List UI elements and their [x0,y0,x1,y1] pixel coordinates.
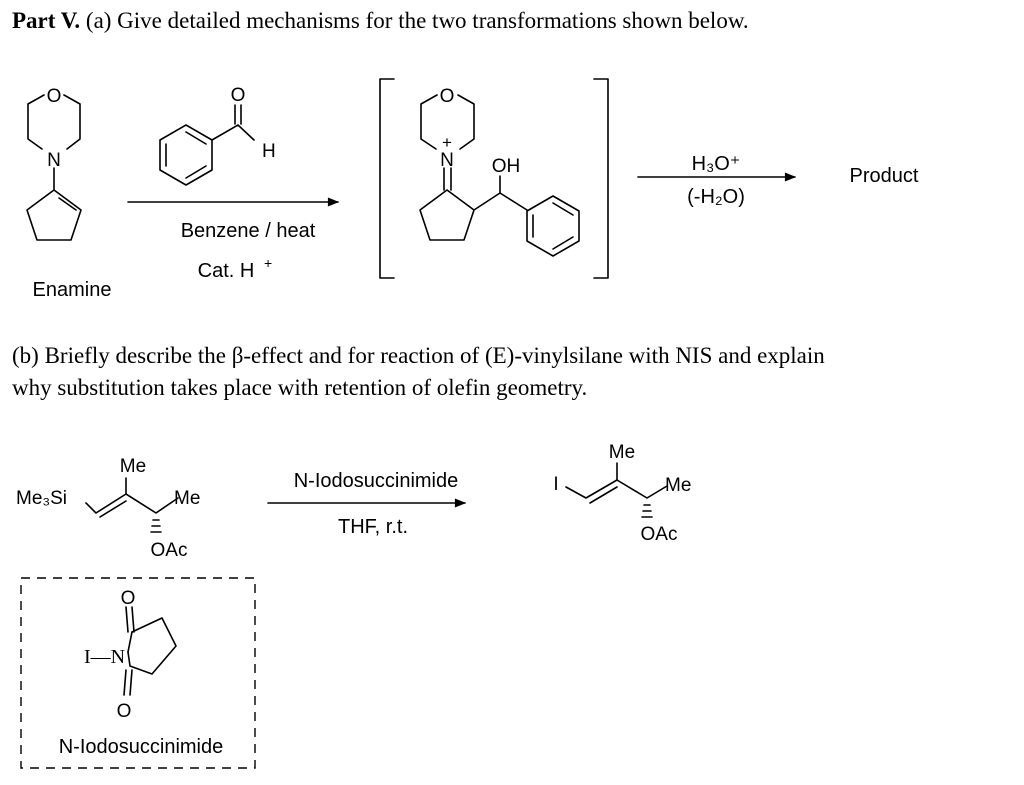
conditions-cat-h-charge: + [264,255,272,271]
nis-reagent: N-Iodosuccinimide [294,470,459,492]
conditions-cat-h: Cat. H [198,260,255,282]
product-label: Product [850,165,919,187]
iminium-charge: + [442,133,452,152]
aldehyde-oxygen: O [231,85,246,106]
hydrolysis-reagent: H₃O⁺ [692,153,741,175]
vinylsilane-methyl-right: Me [174,488,200,509]
part-b-question: (b) Briefly describe the β-effect and fo… [12,340,1012,404]
nis-oxygen-top: O [121,588,136,609]
reaction-arrow-2: H₃O⁺ (-H₂O) [637,153,797,208]
thf-conditions: THF, r.t. [338,516,408,538]
enamine-oxygen: O [47,86,62,107]
nis-iodine-nitrogen: I—N [84,646,125,668]
iminium-intermediate: O N + OH [379,78,609,279]
part-label: Part V. [12,8,81,33]
hydrolysis-water-loss: (-H₂O) [687,186,745,208]
reaction-arrow-3: N-Iodosuccinimide THF, r.t. [267,470,467,538]
enamine-nitrogen: N [47,150,61,171]
iminium-oxygen: O [440,86,455,107]
vinylsilane-acetate: OAc [151,540,188,561]
enamine-structure: O N Enamine [26,86,112,301]
part-a-text: (a) Give detailed mechanisms for the two… [85,8,749,33]
enamine-label: Enamine [33,279,112,301]
part-b-line-2: why substitution takes place with retent… [12,375,588,400]
vinyl-iodide-product: I Me Me OAc [553,442,691,545]
nis-oxygen-bottom: O [117,701,132,722]
benzaldehyde-structure: O H [159,85,276,186]
product-iodine: I [553,474,558,495]
nis-box: O I—N O N-Iodosuccinimide [20,577,256,769]
hydroxyl-label: OH [492,156,521,177]
conditions-benzene-heat: Benzene / heat [181,220,316,242]
trimethylsilyl-label: Me₃Si [16,488,67,509]
nis-caption: N-Iodosuccinimide [59,736,224,758]
aldehyde-hydrogen: H [262,141,276,162]
vinylsilane-methyl-top: Me [120,456,146,477]
product-methyl-right: Me [665,475,691,496]
reaction-arrow-1: Benzene / heat Cat. H + [127,197,340,282]
iminium-nitrogen: N [440,150,454,171]
vinylsilane-structure: Me₃Si Me Me OAc [16,456,200,561]
part-a-question: Part V. (a) Give detailed mechanisms for… [12,8,749,34]
part-b-line-1: (b) Briefly describe the β-effect and fo… [12,343,825,368]
product-acetate: OAc [641,524,678,545]
product-methyl-top: Me [609,442,635,463]
